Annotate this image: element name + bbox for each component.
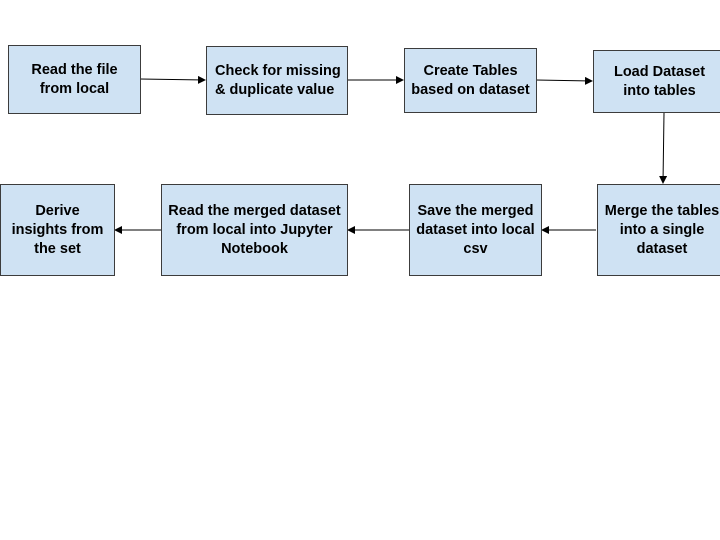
node-read-merged: Read the merged dataset from local into …: [161, 184, 348, 276]
node-load-dataset-label: Load Dataset into tables: [613, 63, 706, 99]
node-load-dataset: Load Dataset into tables: [593, 50, 720, 113]
arrow-create-tables-to-load-dataset: [535, 76, 593, 85]
node-read-file-label: Read the file from local: [31, 61, 118, 97]
node-read-merged-label: Read the merged dataset from local into …: [168, 202, 341, 257]
node-save-merged: Save the merged dataset into local csv: [409, 184, 542, 276]
arrow-read-file-to-check-missing: [139, 75, 206, 84]
node-check-missing-label: Check for missing & duplicate value: [215, 62, 341, 98]
node-check-missing: Check for missing & duplicate value: [206, 46, 348, 115]
node-create-tables-label: Create Tables based on dataset: [411, 62, 530, 98]
node-merge-tables-label: Merge the tables into a single dataset: [604, 202, 720, 257]
node-save-merged-label: Save the merged dataset into local csv: [416, 202, 535, 257]
node-derive-insights: Derive insights from the set: [0, 184, 115, 276]
node-merge-tables: Merge the tables into a single dataset: [597, 184, 720, 276]
node-create-tables: Create Tables based on dataset: [404, 48, 537, 113]
node-derive-insights-label: Derive insights from the set: [11, 202, 104, 257]
node-read-file: Read the file from local: [8, 45, 141, 114]
arrow-load-dataset-to-merge-tables: [659, 112, 668, 184]
